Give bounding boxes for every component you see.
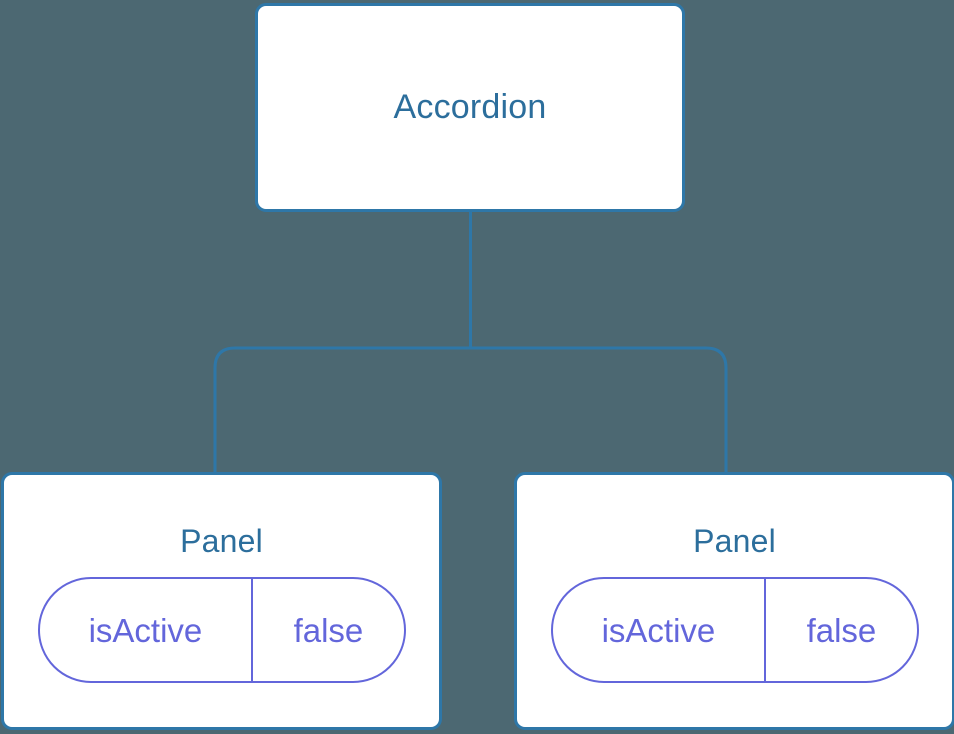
- node-panel-1[interactable]: Panel isActive false: [1, 472, 442, 730]
- node-panel-1-title: Panel: [180, 523, 263, 559]
- state-key-panel-1: isActive: [40, 579, 254, 682]
- state-value-panel-1: false: [293, 611, 364, 649]
- edge-accordion-to-panel-1: [213, 210, 472, 474]
- node-accordion[interactable]: Accordion: [255, 3, 685, 212]
- state-pill-panel-1[interactable]: isActive false: [37, 577, 406, 684]
- edge-accordion-to-panel-2: [469, 210, 728, 474]
- state-pill-panel-2[interactable]: isActive false: [550, 577, 919, 684]
- state-value-panel-2: false: [806, 611, 877, 649]
- state-key-panel-2: isActive: [553, 579, 767, 682]
- node-accordion-title: Accordion: [393, 87, 547, 126]
- node-panel-2[interactable]: Panel isActive false: [514, 472, 954, 730]
- node-panel-2-title: Panel: [693, 523, 776, 559]
